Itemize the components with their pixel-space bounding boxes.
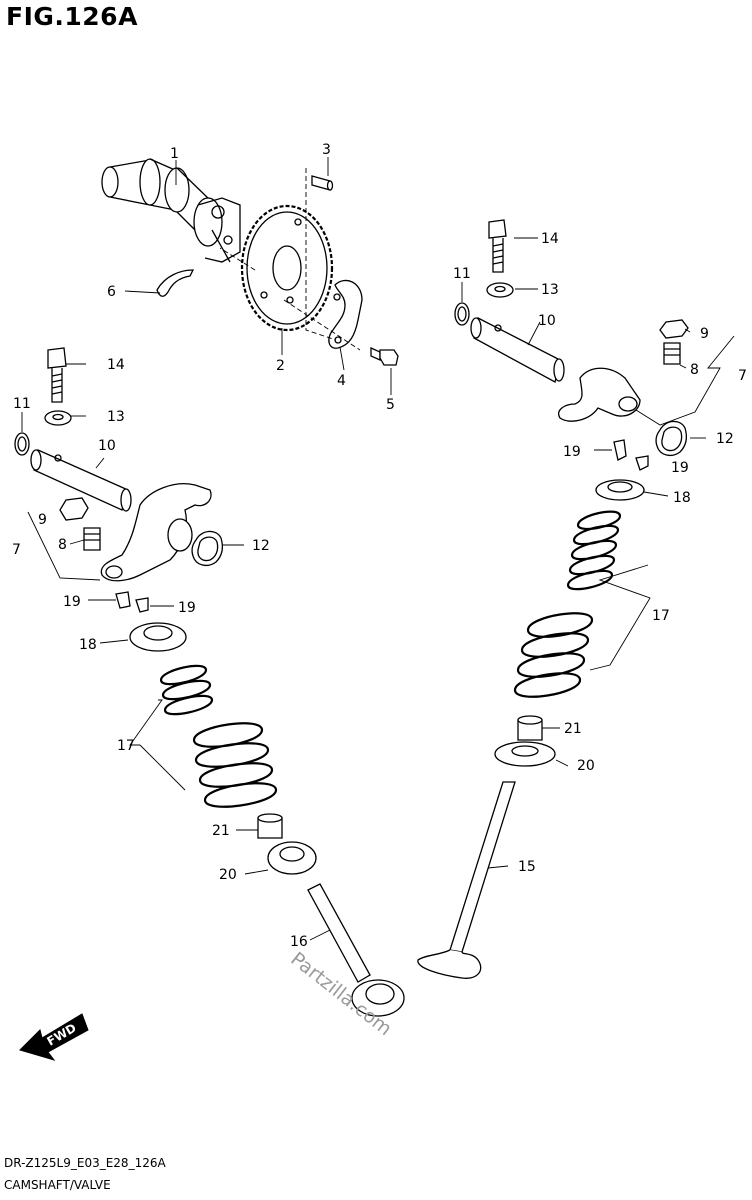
callout-20-right: 20 bbox=[577, 758, 595, 774]
pin-part[interactable] bbox=[311, 175, 334, 191]
inner-valve-spring-part-left[interactable] bbox=[159, 664, 214, 716]
callout-7-right: 7 bbox=[738, 368, 747, 384]
figure-title: FIG.126A bbox=[6, 2, 138, 31]
callout-17-left: 17 bbox=[117, 738, 135, 754]
callout-20-left: 20 bbox=[219, 867, 237, 883]
sprocket-bolt-part[interactable] bbox=[370, 346, 399, 366]
spring-retainer-part-left[interactable] bbox=[129, 622, 187, 652]
callout-11-right: 11 bbox=[453, 266, 471, 282]
rocker-shaft-part-right[interactable] bbox=[470, 317, 565, 383]
plate-part[interactable] bbox=[328, 279, 363, 349]
callout-12-right: 12 bbox=[716, 431, 734, 447]
rocker-arm-part-left[interactable] bbox=[100, 483, 212, 582]
camshaft-part[interactable] bbox=[101, 158, 241, 263]
callout-10-left: 10 bbox=[98, 438, 116, 454]
callout-14-right: 14 bbox=[541, 231, 559, 247]
callout-5: 5 bbox=[386, 397, 395, 413]
callout-10-right: 10 bbox=[538, 313, 556, 329]
callout-21-right: 21 bbox=[564, 721, 582, 737]
valve-stem-seal-part-left[interactable] bbox=[257, 813, 283, 839]
rocker-shaft-part-left[interactable] bbox=[30, 449, 132, 512]
callout-9-left: 9 bbox=[38, 512, 47, 528]
callout-8-left: 8 bbox=[58, 537, 67, 553]
callout-13-left: 13 bbox=[107, 409, 125, 425]
callout-19-left-a: 19 bbox=[63, 594, 81, 610]
callout-9-right: 9 bbox=[700, 326, 709, 342]
callout-1: 1 bbox=[170, 146, 179, 162]
callout-3: 3 bbox=[322, 142, 331, 158]
inner-valve-spring-part-right[interactable] bbox=[566, 510, 622, 591]
callout-7-left: 7 bbox=[12, 542, 21, 558]
callout-6: 6 bbox=[107, 284, 116, 300]
diagram-code: DR-Z125L9_E03_E28_126A bbox=[4, 1156, 166, 1170]
cotter-part-left[interactable] bbox=[115, 591, 149, 613]
callout-19-right-a: 19 bbox=[563, 444, 581, 460]
callout-13-right: 13 bbox=[541, 282, 559, 298]
callout-8-right: 8 bbox=[690, 362, 699, 378]
cotter-part-right[interactable] bbox=[613, 439, 649, 471]
spring-retainer-part-right[interactable] bbox=[595, 479, 645, 501]
callout-11-left: 11 bbox=[13, 396, 31, 412]
callout-18-left: 18 bbox=[79, 637, 97, 653]
exhaust-valve-part[interactable] bbox=[417, 781, 516, 979]
lock-nut-part-right[interactable] bbox=[659, 319, 689, 339]
section-name: CAMSHAFT/VALVE bbox=[4, 1178, 111, 1192]
rocker-bolt-part-left[interactable] bbox=[47, 347, 67, 403]
gasket-part-left[interactable] bbox=[191, 530, 223, 567]
valve-stem-seal-part-right[interactable] bbox=[517, 715, 543, 741]
callout-4: 4 bbox=[337, 373, 346, 389]
callout-18-right: 18 bbox=[673, 490, 691, 506]
callout-15: 15 bbox=[518, 859, 536, 875]
adjuster-screw-part-left[interactable] bbox=[83, 527, 101, 551]
rocker-arm-part-right[interactable] bbox=[558, 367, 641, 422]
callout-19-left-b: 19 bbox=[178, 600, 196, 616]
gasket-part-right[interactable] bbox=[655, 420, 687, 457]
washer-part-right[interactable] bbox=[486, 282, 514, 298]
intake-valve-part[interactable] bbox=[307, 883, 405, 1017]
fwd-arrow-icon: FWD bbox=[19, 1013, 89, 1061]
cam-sprocket-part[interactable] bbox=[240, 204, 334, 332]
outer-valve-spring-part-left[interactable] bbox=[192, 722, 278, 808]
callout-19-right-b: 19 bbox=[671, 460, 689, 476]
adjuster-screw-part-right[interactable] bbox=[663, 342, 681, 365]
o-ring-part-left[interactable] bbox=[14, 432, 30, 456]
o-ring-part-right[interactable] bbox=[454, 302, 470, 326]
callout-16: 16 bbox=[290, 934, 308, 950]
washer-part-left[interactable] bbox=[44, 410, 72, 426]
callout-17-right: 17 bbox=[652, 608, 670, 624]
callout-14-left: 14 bbox=[107, 357, 125, 373]
spring-seat-part-left[interactable] bbox=[267, 841, 317, 875]
spring-seat-part-right[interactable] bbox=[494, 741, 556, 767]
callout-12-left: 12 bbox=[252, 538, 270, 554]
lock-nut-part-left[interactable] bbox=[59, 497, 89, 521]
callout-2: 2 bbox=[276, 358, 285, 374]
callout-21-left: 21 bbox=[212, 823, 230, 839]
camshaft-clip-part[interactable] bbox=[156, 269, 195, 297]
rocker-bolt-part-right[interactable] bbox=[488, 219, 507, 273]
outer-valve-spring-part-right[interactable] bbox=[513, 612, 594, 698]
